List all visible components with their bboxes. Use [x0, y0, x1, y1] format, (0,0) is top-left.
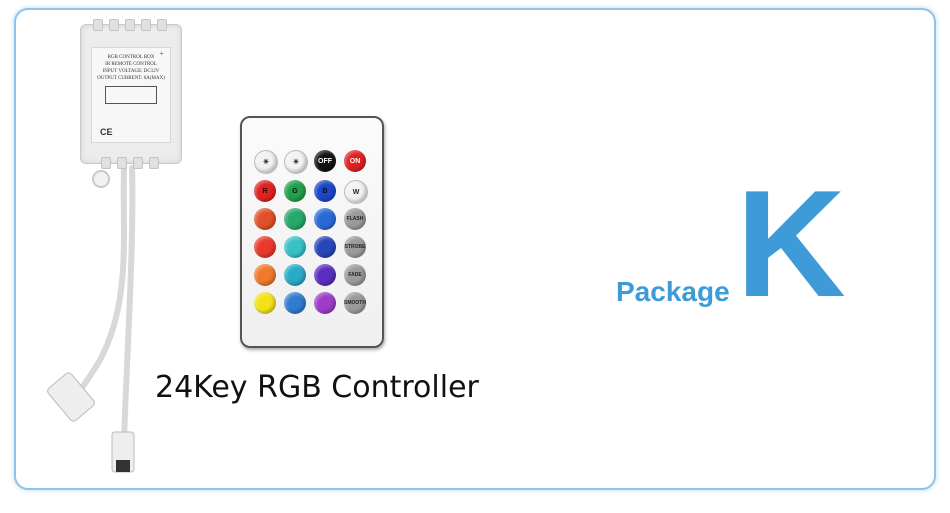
remote-button-on[interactable]: ON [344, 150, 366, 172]
brightness-down-icon[interactable]: ☀ [284, 150, 308, 174]
mounting-tab [92, 170, 110, 188]
remote-button-r[interactable]: R [254, 180, 276, 202]
remote-button-g[interactable]: G [284, 180, 306, 202]
remote-button-strobe[interactable]: STROBE [344, 236, 366, 258]
remote-color-button[interactable] [284, 208, 306, 230]
label-line: IR REMOTE CONTROL [105, 62, 157, 67]
ce-mark: CE [100, 127, 113, 137]
remote-button-smooth[interactable]: SMOOTH [344, 292, 366, 314]
remote-color-button[interactable] [314, 264, 336, 286]
remote-color-button[interactable] [284, 292, 306, 314]
control-box-label: + RGB CONTROL BOX IR REMOTE CONTROL INPU… [91, 47, 171, 143]
remote-button-fade[interactable]: FADE [344, 264, 366, 286]
label-line: RGB CONTROL BOX [107, 55, 155, 60]
remote-color-button[interactable] [314, 208, 336, 230]
remote-color-button[interactable] [254, 208, 276, 230]
remote-color-button[interactable] [254, 292, 276, 314]
remote-button-w[interactable]: W [344, 180, 368, 204]
product-caption: 24Key RGB Controller [155, 370, 479, 405]
remote-button-b[interactable]: B [314, 180, 336, 202]
package-letter: K [736, 159, 846, 329]
remote-color-button[interactable] [254, 264, 276, 286]
label-line: OUTPUT CURRENT: 6A(MAX) [97, 76, 165, 81]
remote-color-button[interactable] [284, 264, 306, 286]
remote-button-off[interactable]: OFF [314, 150, 336, 172]
wiring-schematic [105, 86, 157, 104]
brightness-up-icon[interactable]: ☀ [254, 150, 278, 174]
remote-color-button[interactable] [284, 236, 306, 258]
remote-button-flash[interactable]: FLASH [344, 208, 366, 230]
label-line: INPUT VOLTAGE: DC12V [102, 69, 160, 74]
rgb-control-box: + RGB CONTROL BOX IR REMOTE CONTROL INPU… [80, 19, 182, 169]
package-word: Package [616, 276, 730, 307]
remote-color-button[interactable] [254, 236, 276, 258]
remote-color-button[interactable] [314, 292, 336, 314]
remote-color-button[interactable] [314, 236, 336, 258]
